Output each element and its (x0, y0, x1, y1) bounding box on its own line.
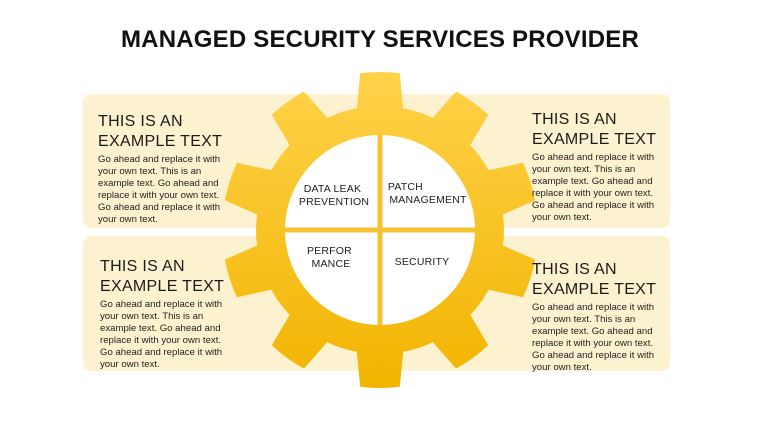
block-body: Go ahead and replace it with your own te… (98, 154, 221, 226)
block-body: Go ahead and replace it with your own te… (532, 302, 655, 374)
quadrant-label-tl: DATA LEAK PREVENTION (299, 183, 369, 208)
block-body: Go ahead and replace it with your own te… (532, 152, 655, 224)
quadrant-label-bl: PERFOR MANCE (307, 245, 355, 270)
block-heading: THIS IS AN EXAMPLE TEXT (532, 111, 657, 148)
block-heading: THIS IS AN EXAMPLE TEXT (98, 113, 223, 150)
block-heading: THIS IS AN EXAMPLE TEXT (100, 258, 225, 295)
quadrant-label-br: SECURITY (395, 256, 450, 268)
text-block-top-right: THIS IS AN EXAMPLE TEXT Go ahead and rep… (532, 110, 692, 225)
block-body: Go ahead and replace it with your own te… (100, 299, 223, 371)
block-heading: THIS IS AN EXAMPLE TEXT (532, 261, 657, 298)
text-block-top-left: THIS IS AN EXAMPLE TEXT Go ahead and rep… (98, 112, 258, 227)
text-block-bottom-right: THIS IS AN EXAMPLE TEXT Go ahead and rep… (532, 260, 692, 375)
text-block-bottom-left: THIS IS AN EXAMPLE TEXT Go ahead and rep… (100, 257, 260, 372)
page-title: MANAGED SECURITY SERVICES PROVIDER (120, 26, 639, 53)
quadrant-label-tr: PATCH MANAGEMENT (388, 181, 467, 206)
